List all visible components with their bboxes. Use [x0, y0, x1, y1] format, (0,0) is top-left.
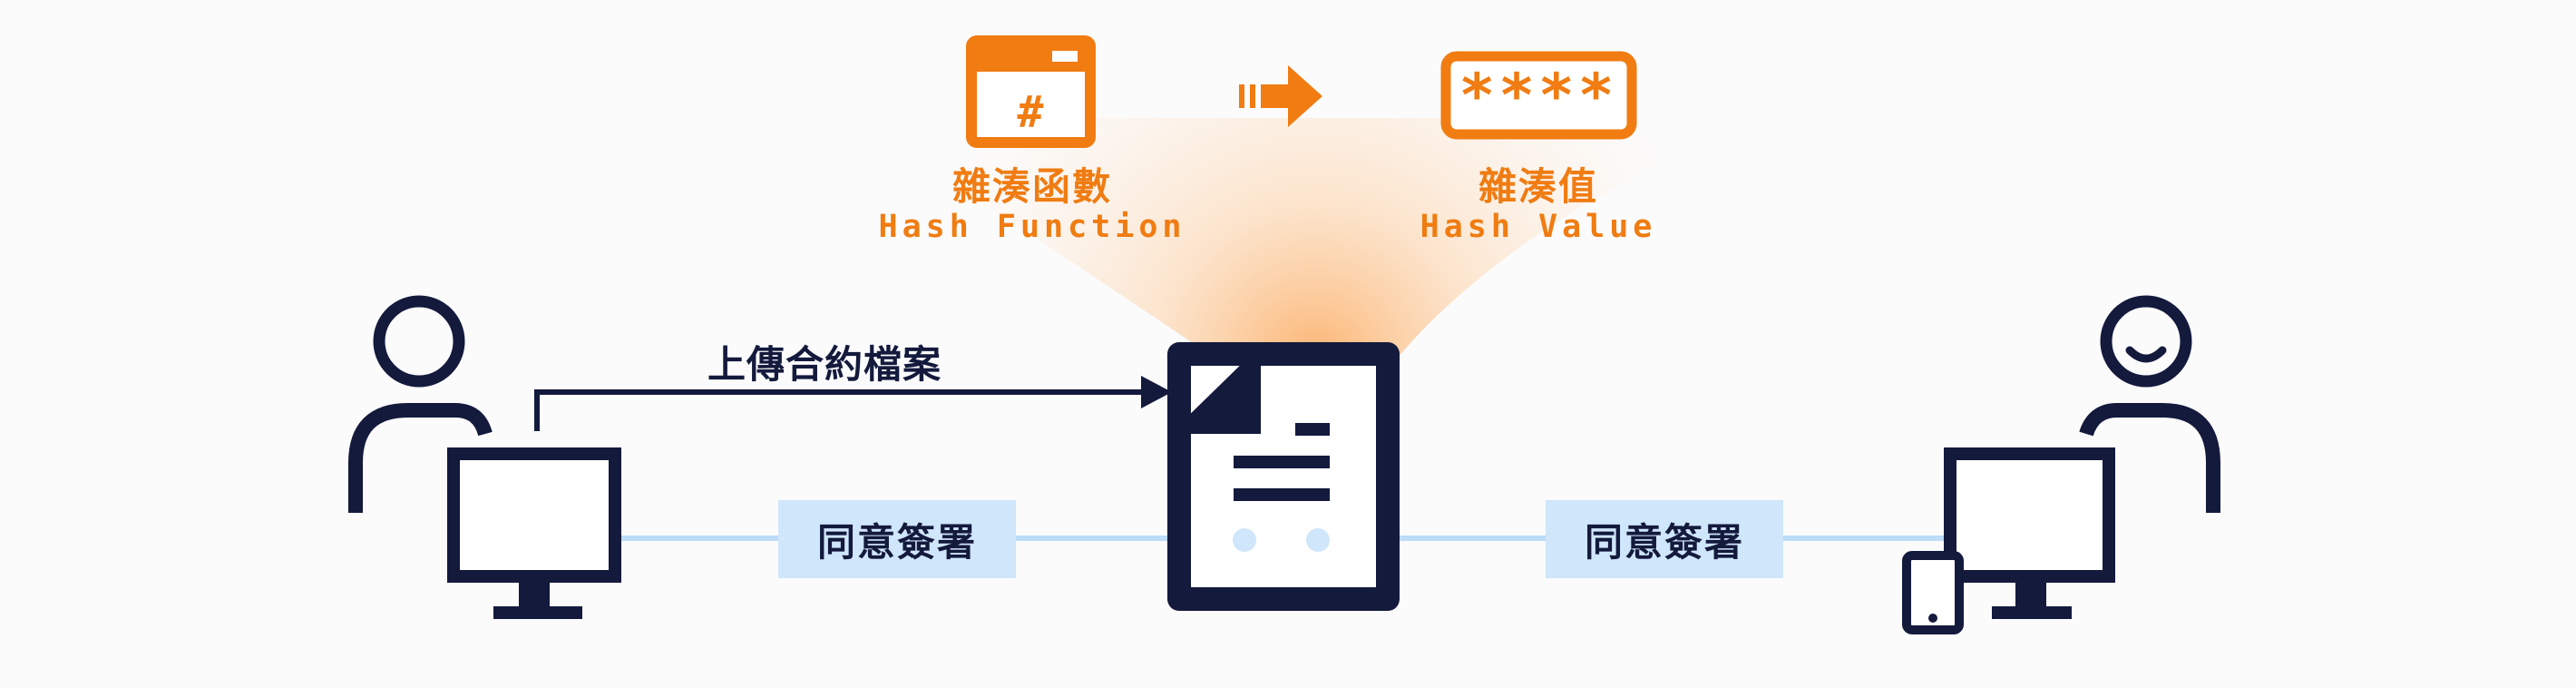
contract-document-icon — [1167, 342, 1400, 611]
right-arrow-icon — [1239, 65, 1322, 127]
hash-glow — [844, 118, 1769, 359]
hash-function-label-cn: 雜湊函數 — [951, 164, 1112, 209]
svg-text:****: **** — [1459, 61, 1618, 131]
hash-value-label-en: Hash Value — [1420, 209, 1657, 245]
upload-contract-label: 上傳合約檔案 — [707, 342, 942, 387]
left-agree-sign-badge: 同意簽署 — [778, 500, 1016, 578]
svg-text:#: # — [1018, 87, 1044, 138]
masked-value-icon: **** — [1440, 51, 1637, 140]
right-person-icon — [1902, 295, 2220, 634]
left-person-icon — [348, 295, 621, 619]
hash-value-label-cn: 雜湊值 — [1478, 164, 1598, 209]
hash-function-label-en: Hash Function — [878, 209, 1186, 245]
right-agree-sign-badge: 同意簽署 — [1546, 500, 1783, 578]
hash-window-icon: # — [966, 35, 1096, 148]
upload-arrow-head — [1141, 376, 1172, 408]
upload-arrow — [534, 389, 1145, 431]
